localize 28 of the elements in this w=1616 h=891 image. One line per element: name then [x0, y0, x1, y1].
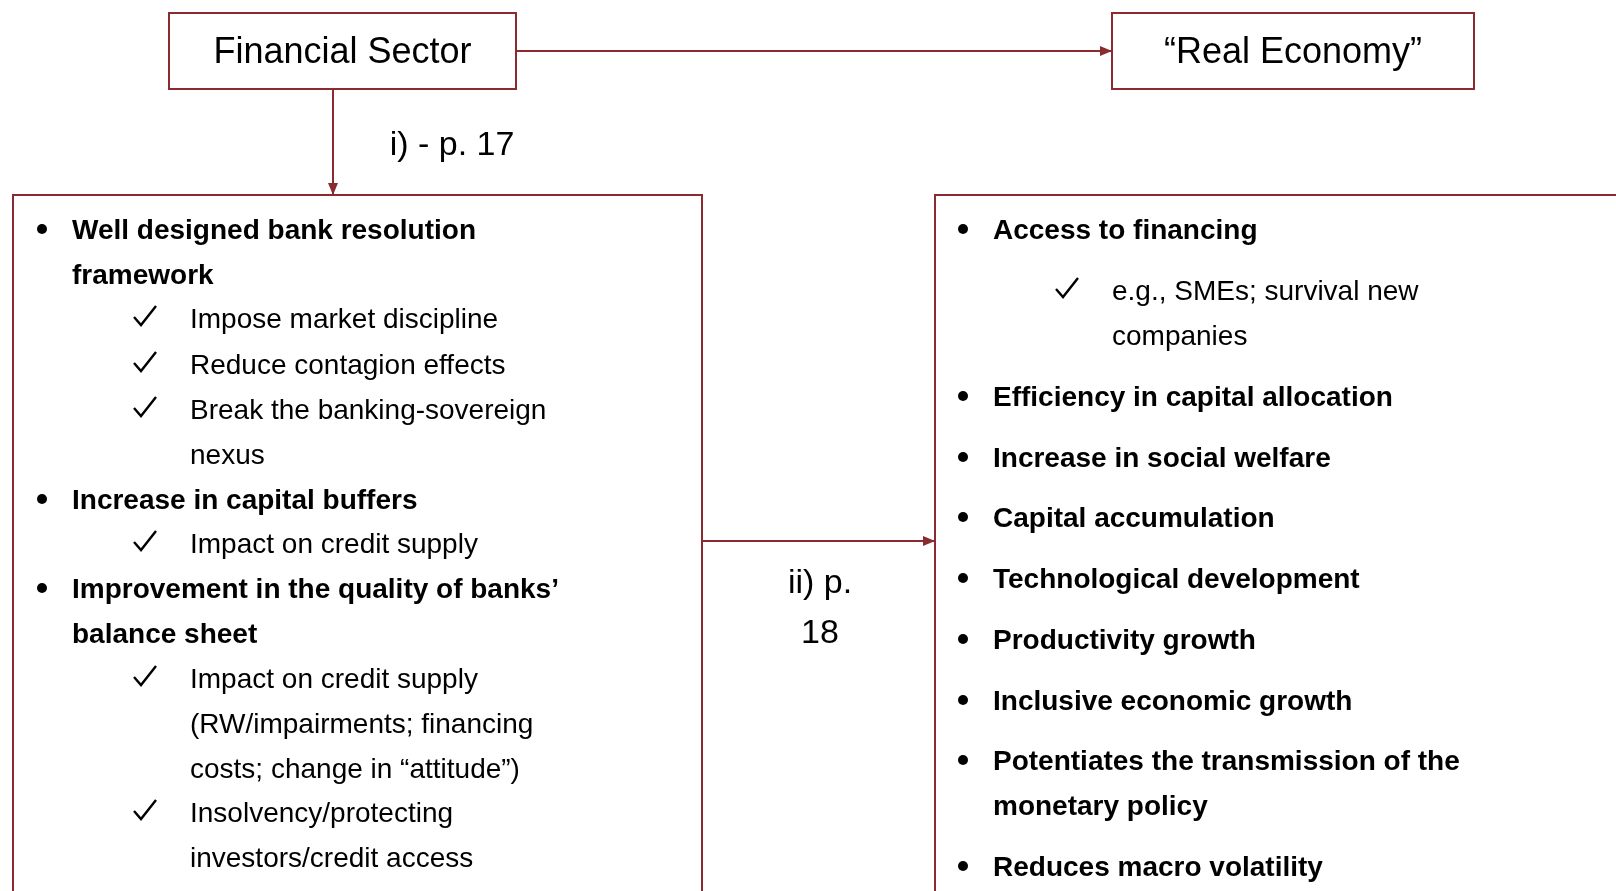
bullet-point: Access to financing — [993, 213, 1259, 247]
sub-point: Impact on credit supply (RW/impairments; financing costs; change in “attitude”) — [190, 662, 535, 786]
bullet-point: Well designed bank resolution framework — [72, 213, 477, 292]
bullet-point: Reduces macro volatility — [993, 850, 1324, 884]
bullet-point: Capital accumulation — [993, 501, 1276, 535]
bullet-point: Increase in capital buffers — [72, 483, 419, 517]
bullet-point: Potentiates the transmission of the monetary policy — [993, 744, 1461, 823]
bullet-point: Inclusive economic growth — [993, 684, 1354, 718]
sub-point: Insolvency/protecting investors/credit access — [190, 796, 475, 875]
list-box — [934, 194, 1616, 891]
box-title: Financial Sector — [212, 29, 473, 73]
box-title: “Real Economy” — [1162, 29, 1424, 73]
sector-box — [1111, 12, 1475, 90]
bullet-point: Efficiency in capital allocation — [993, 380, 1394, 414]
arrow — [516, 46, 1112, 56]
arrow — [702, 536, 935, 546]
sub-point: Break the banking-sovereign nexus — [190, 393, 548, 472]
sector-box — [168, 12, 517, 90]
bullet-point: Productivity growth — [993, 623, 1257, 657]
arrow — [328, 89, 338, 195]
sub-point: e.g., SMEs; survival new companies — [1112, 274, 1420, 353]
sub-point: Impose market discipline — [190, 302, 500, 336]
list-box — [12, 194, 703, 891]
bullet-point: Increase in social welfare — [993, 441, 1332, 475]
sub-point: Reduce contagion effects — [190, 348, 507, 382]
sub-point: Impact on credit supply — [190, 527, 479, 561]
bullet-point: Improvement in the quality of banks’ balance sheet — [72, 572, 559, 651]
bullet-point: Technological development — [993, 562, 1361, 596]
